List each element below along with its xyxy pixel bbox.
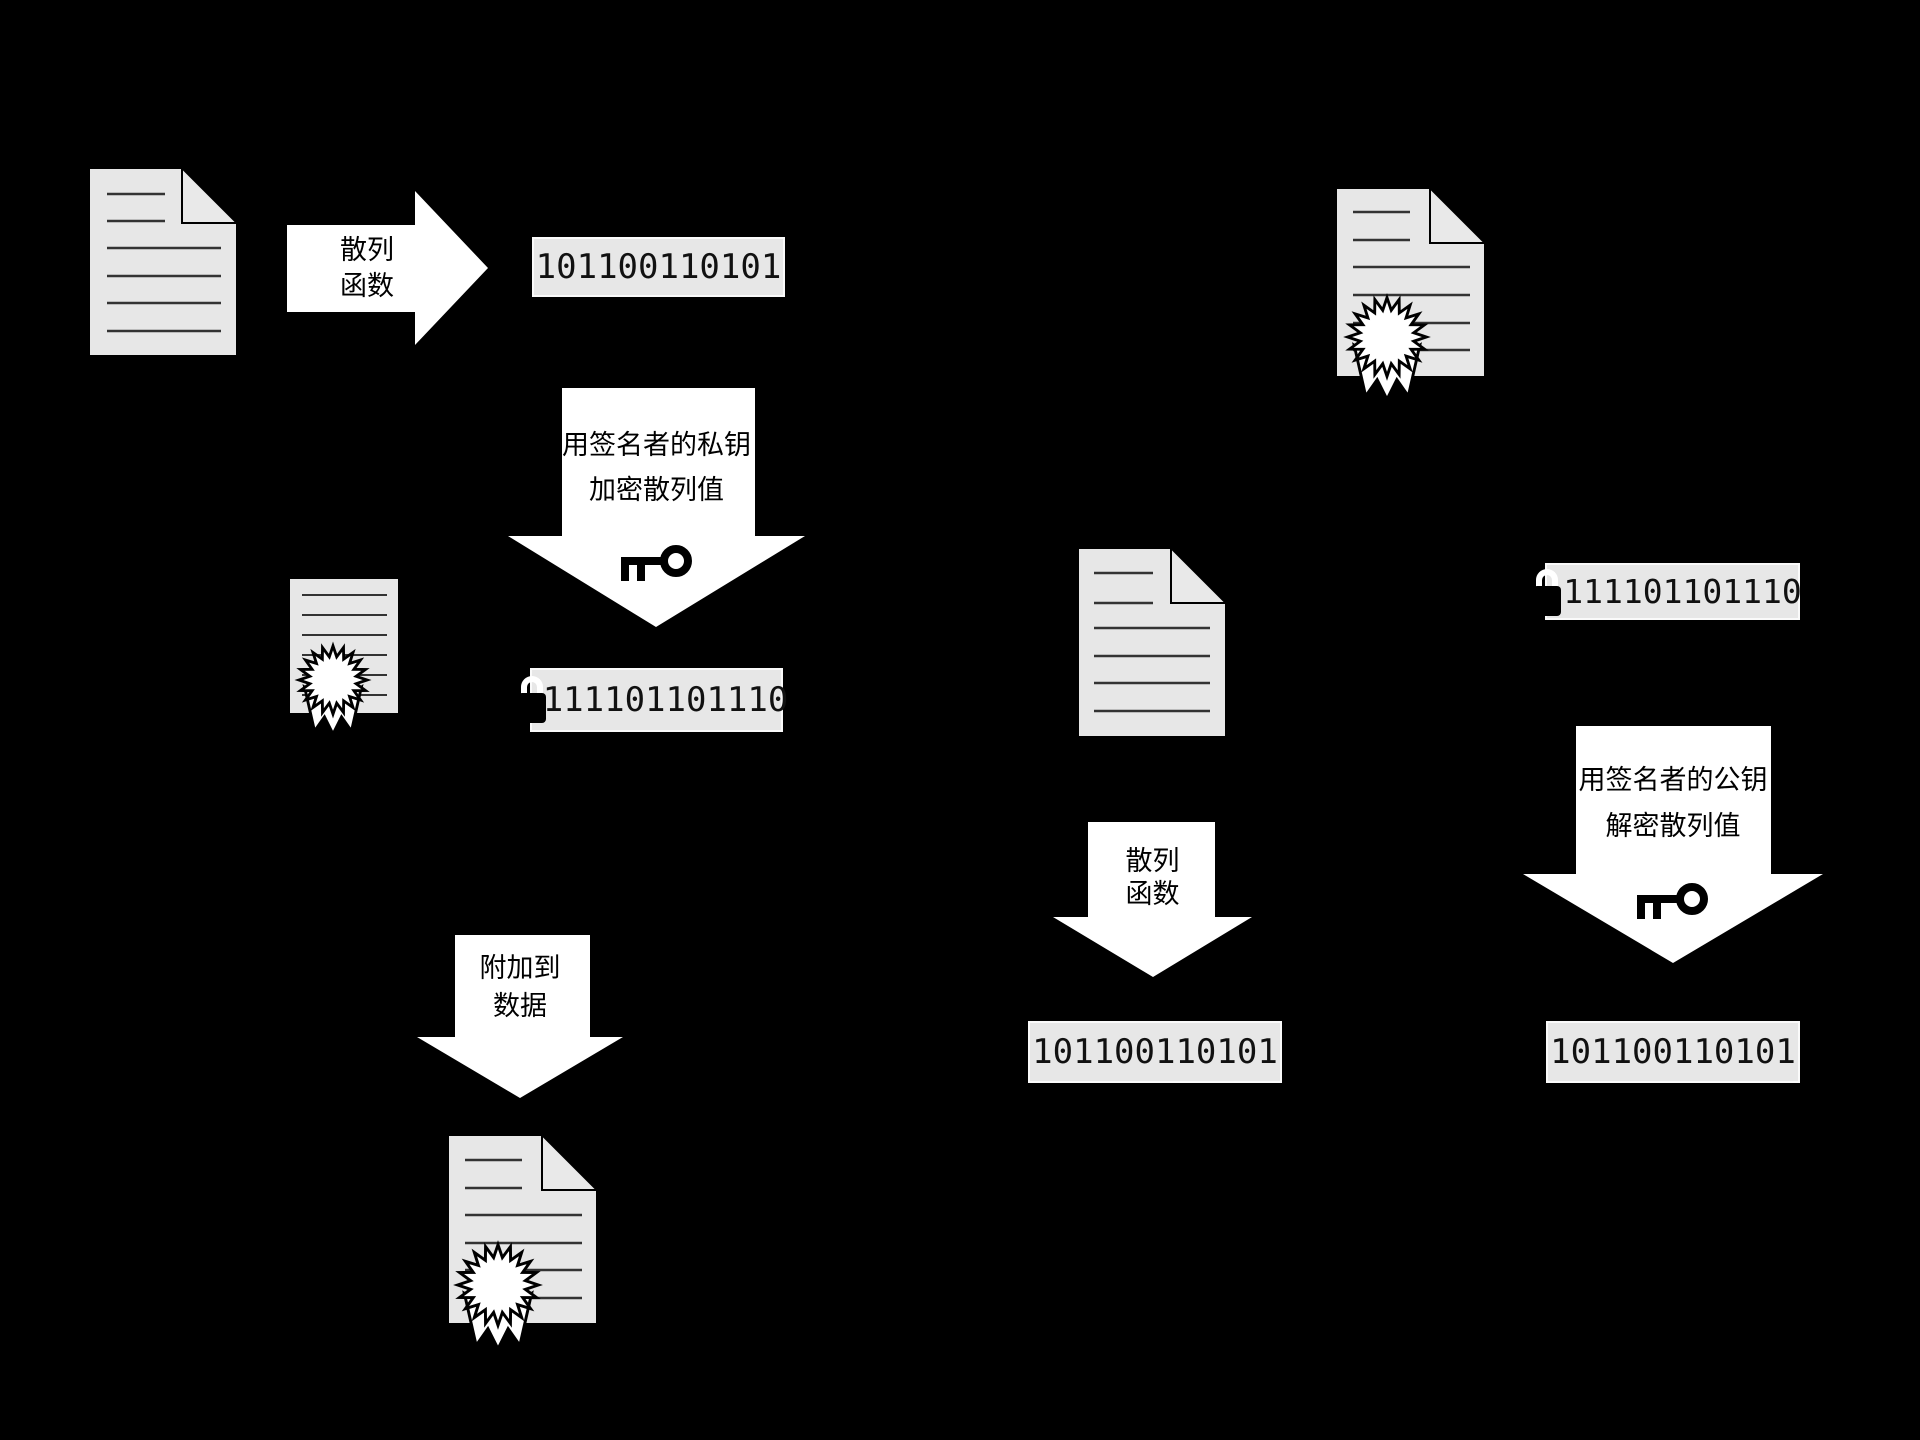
certificate-seal-icon: [1343, 293, 1431, 403]
encrypt-private-key-arrow: 用签名者的私钥 加密散列值: [508, 388, 805, 627]
padlock-icon: [1533, 569, 1561, 619]
padlock-icon: [518, 676, 546, 726]
signature-value-box: 111101101110: [530, 668, 788, 732]
hash-arrow-label-line1: 散列: [340, 234, 394, 266]
decrypted-hash-value-text: 101100110101: [1550, 1032, 1796, 1072]
decrypt-public-key-arrow: 用签名者的公钥 解密散列值: [1523, 726, 1823, 963]
decrypt-arrow-label-line1: 用签名者的公钥: [1578, 765, 1768, 796]
computed-hash-value-box: 101100110101: [1028, 1021, 1282, 1083]
signature-certificate-icon: [288, 577, 400, 747]
hash-value-text: 101100110101: [535, 247, 782, 287]
hash-arrow-label-line2: 函数: [340, 270, 394, 302]
signature-value-text: 111101101110: [542, 680, 789, 720]
received-signed-document-icon: [1335, 187, 1487, 405]
received-signature-value-box: 111101101110: [1545, 563, 1802, 620]
append-to-data-arrow: 附加到 数据: [417, 935, 623, 1098]
append-arrow-label-line2: 数据: [493, 991, 547, 1022]
encrypt-arrow-label-line2: 加密散列值: [589, 475, 724, 506]
encrypt-arrow-label-line1: 用签名者的私钥: [562, 430, 751, 461]
computed-hash-value-text: 101100110101: [1032, 1032, 1278, 1072]
key-icon: [1637, 878, 1709, 920]
signed-document-icon: [447, 1134, 599, 1352]
verify-hash-function-arrow: 散列 函数: [1053, 822, 1252, 977]
decrypted-hash-value-box: 101100110101: [1546, 1021, 1800, 1083]
certificate-seal-icon: [453, 1240, 543, 1352]
verify-hash-arrow-label-line2: 函数: [1125, 879, 1180, 910]
hash-function-arrow: 散列 函数: [287, 191, 488, 345]
hash-value-box: 101100110101: [532, 237, 785, 297]
source-document-icon: [88, 167, 238, 357]
append-arrow-label-line1: 附加到: [479, 953, 561, 984]
verify-hash-arrow-label-line1: 散列: [1125, 846, 1180, 877]
key-icon: [621, 540, 693, 582]
received-signature-value-text: 111101101110: [1563, 572, 1802, 611]
data-document-icon: [1077, 547, 1227, 738]
certificate-seal-icon: [294, 641, 372, 738]
decrypt-arrow-label-line2: 解密散列值: [1605, 811, 1741, 842]
